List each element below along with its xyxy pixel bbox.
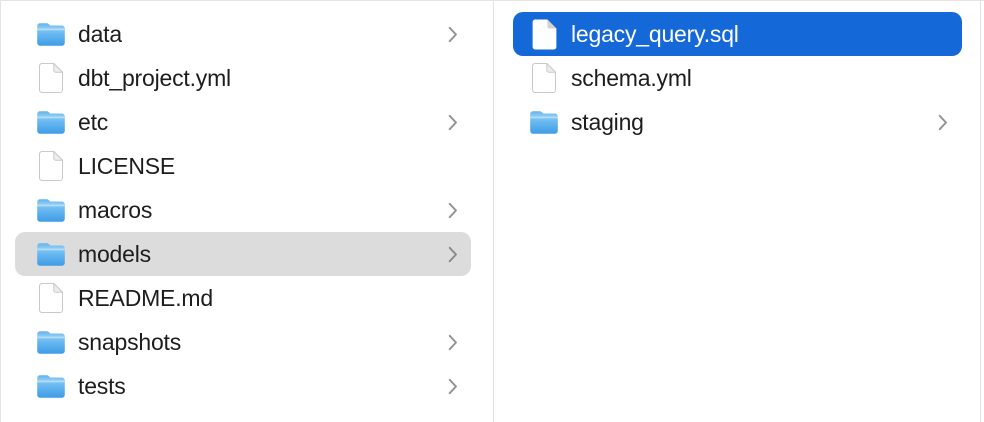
row-models[interactable]: models — [15, 232, 471, 276]
item-label: snapshots — [78, 328, 182, 355]
folder-icon — [36, 194, 66, 226]
item-label: macros — [78, 196, 153, 223]
row-readme-md[interactable]: README.md — [15, 276, 471, 320]
item-label: legacy_query.sql — [571, 20, 739, 47]
chevron-right-icon — [448, 114, 458, 131]
folder-icon — [36, 326, 66, 358]
row-staging[interactable]: staging — [513, 100, 962, 144]
row-license[interactable]: LICENSE — [15, 144, 471, 188]
item-label: data — [78, 20, 122, 47]
item-label: LICENSE — [78, 152, 176, 179]
item-label: staging — [571, 108, 644, 135]
folder-icon — [529, 106, 559, 138]
item-label: etc — [78, 108, 109, 135]
folder-icon — [36, 238, 66, 270]
item-label: tests — [78, 372, 126, 399]
row-dbt-project-yml[interactable]: dbt_project.yml — [15, 56, 471, 100]
folder-icon — [36, 106, 66, 138]
item-label: dbt_project.yml — [78, 64, 231, 91]
chevron-right-icon — [448, 378, 458, 395]
item-label: README.md — [78, 284, 213, 311]
chevron-right-icon — [448, 202, 458, 219]
column-divider — [980, 1, 981, 422]
row-snapshots[interactable]: snapshots — [15, 320, 471, 364]
chevron-right-icon — [938, 114, 948, 131]
file-icon — [529, 18, 559, 50]
row-schema-yml[interactable]: schema.yml — [513, 56, 962, 100]
file-column-left: data dbt_project.yml etc LICENSE — [1, 1, 493, 422]
row-macros[interactable]: macros — [15, 188, 471, 232]
file-column-right: legacy_query.sql schema.yml staging — [494, 1, 980, 422]
folder-icon — [36, 18, 66, 50]
row-etc[interactable]: etc — [15, 100, 471, 144]
row-tests[interactable]: tests — [15, 364, 471, 408]
item-label: models — [78, 240, 151, 267]
item-label: schema.yml — [571, 64, 692, 91]
row-data[interactable]: data — [15, 12, 471, 56]
file-icon — [36, 62, 66, 94]
file-icon — [36, 150, 66, 182]
row-legacy-query-sql[interactable]: legacy_query.sql — [513, 12, 962, 56]
folder-icon — [36, 370, 66, 402]
chevron-right-icon — [448, 334, 458, 351]
file-icon — [529, 62, 559, 94]
file-icon — [36, 282, 66, 314]
chevron-right-icon — [448, 246, 458, 263]
column-divider — [493, 1, 494, 422]
chevron-right-icon — [448, 26, 458, 43]
